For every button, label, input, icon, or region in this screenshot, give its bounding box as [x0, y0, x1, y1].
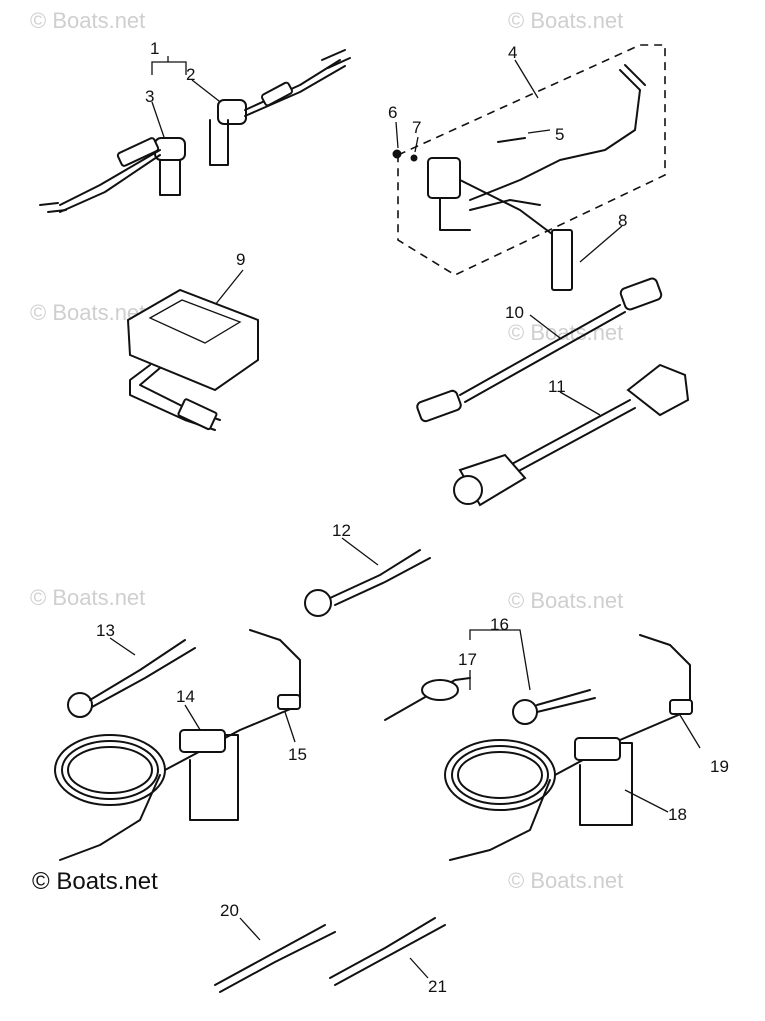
watermark: © Boats.net	[508, 8, 624, 33]
part-9-control-box	[126, 269, 259, 431]
part-4-wiring-kit	[392, 44, 666, 291]
callout-9: 9	[236, 250, 245, 269]
callout-18: 18	[668, 805, 687, 824]
part-1-3-switch-assembly	[39, 49, 351, 213]
callout-19: 19	[710, 757, 729, 776]
callout-4: 4	[508, 43, 517, 62]
callout-17: 17	[458, 650, 477, 669]
callout-8: 8	[618, 211, 627, 230]
part-14-15-harness	[54, 629, 301, 861]
callout-13: 13	[96, 621, 115, 640]
callout-6: 6	[388, 103, 397, 122]
part-10-extension-cable	[416, 277, 663, 423]
callout-16: 16	[490, 615, 509, 634]
watermark: © Boats.net	[30, 300, 146, 325]
watermark: © Boats.net	[30, 8, 146, 33]
part-11-main-harness	[453, 363, 690, 507]
part-20-21-leads	[214, 917, 446, 993]
callout-3: 3	[145, 87, 154, 106]
part-18-19-harness	[444, 634, 701, 861]
callout-7: 7	[412, 118, 421, 137]
callout-1: 1	[150, 39, 159, 58]
part-16-17-lanyard-switch	[384, 629, 596, 725]
part-13-neutral-switch	[67, 637, 196, 718]
callout-20: 20	[220, 901, 239, 920]
callout-21: 21	[428, 977, 447, 996]
part-12-switch-lead	[304, 537, 431, 617]
copyright-label: © Boats.net	[32, 868, 158, 895]
watermark: © Boats.net	[508, 868, 624, 893]
callout-15: 15	[288, 745, 307, 764]
callout-12: 12	[332, 521, 351, 540]
callout-5: 5	[555, 125, 564, 144]
callout-10: 10	[505, 303, 524, 322]
watermark: © Boats.net	[30, 585, 146, 610]
callout-14: 14	[176, 687, 195, 706]
callout-11: 11	[548, 377, 566, 396]
callout-2: 2	[186, 65, 195, 84]
watermark: © Boats.net	[508, 588, 624, 613]
